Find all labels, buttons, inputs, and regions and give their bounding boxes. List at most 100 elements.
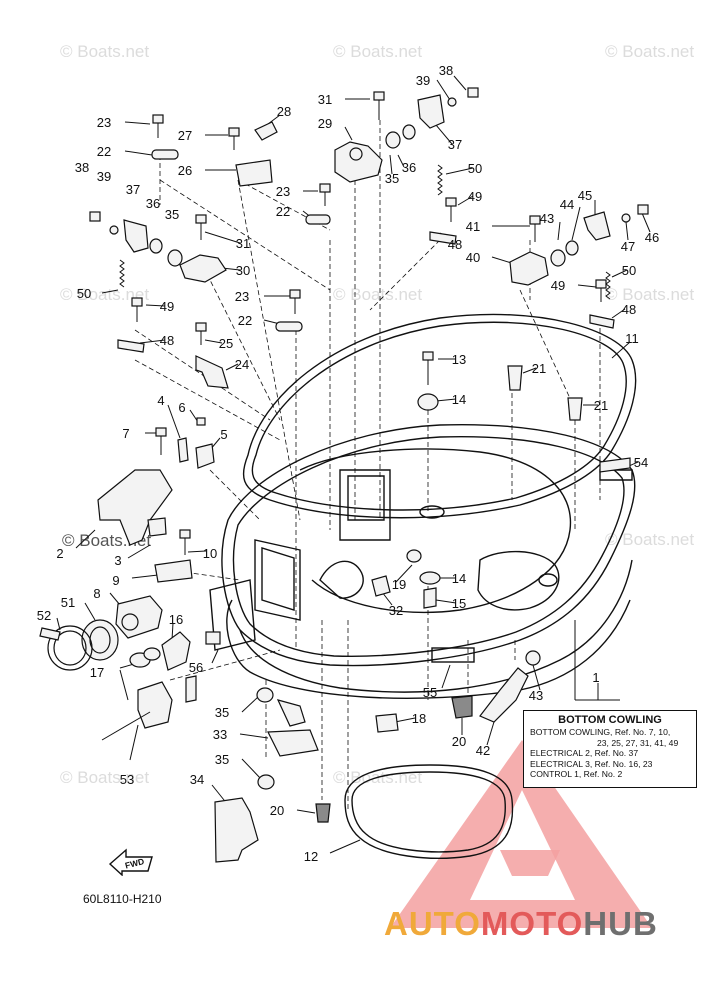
callout-c8: 8 bbox=[93, 586, 100, 601]
reference-line: CONTROL 1, Ref. No. 2 bbox=[530, 769, 623, 780]
callout-c56: 56 bbox=[189, 660, 203, 675]
logo-part-hub: HUB bbox=[583, 905, 658, 942]
callout-c32: 32 bbox=[389, 603, 403, 618]
callout-c12: 12 bbox=[304, 849, 318, 864]
callout-c10: 10 bbox=[203, 546, 217, 561]
callout-c35d: 35 bbox=[215, 752, 229, 767]
callout-c5: 5 bbox=[220, 427, 227, 442]
logo-triangle bbox=[390, 740, 652, 928]
watermark-text: © Boats.net bbox=[333, 42, 422, 61]
callout-c36a: 36 bbox=[402, 160, 416, 175]
callout-c49a: 49 bbox=[468, 189, 482, 204]
callout-c49c: 49 bbox=[551, 278, 565, 293]
callout-c47: 47 bbox=[621, 239, 635, 254]
seal-11 bbox=[242, 313, 637, 519]
callout-c40: 40 bbox=[466, 250, 480, 265]
callout-c48c: 48 bbox=[622, 302, 636, 317]
callout-c22a: 22 bbox=[97, 144, 111, 159]
callout-c28: 28 bbox=[277, 104, 291, 119]
callout-c41: 41 bbox=[466, 219, 480, 234]
watermark-text: © Boats.net bbox=[605, 285, 694, 304]
callout-c53: 53 bbox=[120, 772, 134, 787]
reference-line: ELECTRICAL 2, Ref. No. 37 bbox=[530, 748, 639, 759]
watermark-text: © Boats.net bbox=[60, 285, 149, 304]
callout-c16: 16 bbox=[169, 612, 183, 627]
callout-c7: 7 bbox=[122, 426, 129, 441]
callout-c23c: 23 bbox=[235, 289, 249, 304]
forward-arrow-icon: FWD bbox=[108, 848, 153, 876]
callout-c38b: 38 bbox=[75, 160, 89, 175]
callout-c50b: 50 bbox=[77, 286, 91, 301]
watermark-text: © Boats.net bbox=[60, 768, 149, 787]
callout-c33: 33 bbox=[213, 727, 227, 742]
callout-c30: 30 bbox=[236, 263, 250, 278]
callout-c24: 24 bbox=[235, 357, 249, 372]
callout-c15: 15 bbox=[452, 596, 466, 611]
reference-box-title: BOTTOM COWLING bbox=[558, 714, 662, 726]
seal-11-inner bbox=[251, 321, 627, 511]
callout-c22b: 22 bbox=[276, 204, 290, 219]
callout-c26: 26 bbox=[178, 163, 192, 178]
callout-c35a: 35 bbox=[385, 171, 399, 186]
reference-line: 23, 25, 27, 31, 41, 49 bbox=[597, 737, 679, 748]
callout-c39b: 39 bbox=[97, 169, 111, 184]
callout-c21b: 21 bbox=[594, 398, 608, 413]
callout-c31b: 31 bbox=[236, 236, 250, 251]
callout-c22c: 22 bbox=[238, 313, 252, 328]
watermark-text: © Boats.net bbox=[60, 42, 149, 61]
reference-box: BOTTOM COWLING BOTTOM COWLING, Ref. No. … bbox=[523, 710, 697, 788]
fwd-label: FWD bbox=[124, 856, 145, 870]
callout-c37a: 37 bbox=[448, 137, 462, 152]
callout-c37b: 37 bbox=[126, 182, 140, 197]
callout-c2: 2 bbox=[56, 546, 63, 561]
watermark-text: © Boats.net bbox=[333, 285, 422, 304]
callout-c35b: 35 bbox=[165, 207, 179, 222]
callout-c39a: 39 bbox=[416, 73, 430, 88]
callout-c34: 34 bbox=[190, 772, 204, 787]
callout-c51: 51 bbox=[61, 595, 75, 610]
callout-c19: 19 bbox=[392, 577, 406, 592]
callout-c18: 18 bbox=[412, 711, 426, 726]
watermark-text: © Boats.net bbox=[605, 42, 694, 61]
logo-part-auto: AUTO bbox=[384, 905, 481, 942]
callout-c13: 13 bbox=[452, 352, 466, 367]
callout-c27: 27 bbox=[178, 128, 192, 143]
callout-c23a: 23 bbox=[97, 115, 111, 130]
callout-c50a: 50 bbox=[468, 161, 482, 176]
drawing-code: 60L8110-H210 bbox=[83, 892, 162, 906]
reference-line: ELECTRICAL 3, Ref. No. 16, 23 bbox=[530, 758, 653, 769]
callout-c14b: 14 bbox=[452, 571, 466, 586]
callout-c31a: 31 bbox=[318, 92, 332, 107]
callout-c52: 52 bbox=[37, 608, 51, 623]
callout-c17: 17 bbox=[90, 665, 104, 680]
callout-c42: 42 bbox=[476, 743, 490, 758]
leader-lines bbox=[56, 75, 651, 854]
callout-c43b: 43 bbox=[529, 688, 543, 703]
small-parts bbox=[39, 87, 649, 863]
bottom-cowling bbox=[209, 423, 636, 699]
guide-lines bbox=[134, 120, 601, 810]
callout-c46: 46 bbox=[645, 230, 659, 245]
callout-c14a: 14 bbox=[452, 392, 466, 407]
callout-c54: 54 bbox=[634, 455, 648, 470]
callout-c48b: 48 bbox=[160, 333, 174, 348]
callout-c45: 45 bbox=[578, 188, 592, 203]
callout-c49b: 49 bbox=[160, 299, 174, 314]
callout-c4: 4 bbox=[157, 393, 164, 408]
seal-12-inner bbox=[351, 771, 506, 853]
callout-c29: 29 bbox=[318, 116, 332, 131]
reference-line: BOTTOM COWLING, Ref. No. 7, 10, bbox=[530, 727, 671, 738]
watermark-text: © Boats.net bbox=[605, 530, 694, 549]
callout-c43a: 43 bbox=[540, 211, 554, 226]
callout-c9: 9 bbox=[112, 573, 119, 588]
callout-c50c: 50 bbox=[622, 263, 636, 278]
callout-c36b: 36 bbox=[146, 196, 160, 211]
callout-c25: 25 bbox=[219, 336, 233, 351]
callout-c20a: 20 bbox=[452, 734, 466, 749]
callout-c55: 55 bbox=[423, 685, 437, 700]
callout-c21a: 21 bbox=[532, 361, 546, 376]
callout-c48a: 48 bbox=[448, 237, 462, 252]
